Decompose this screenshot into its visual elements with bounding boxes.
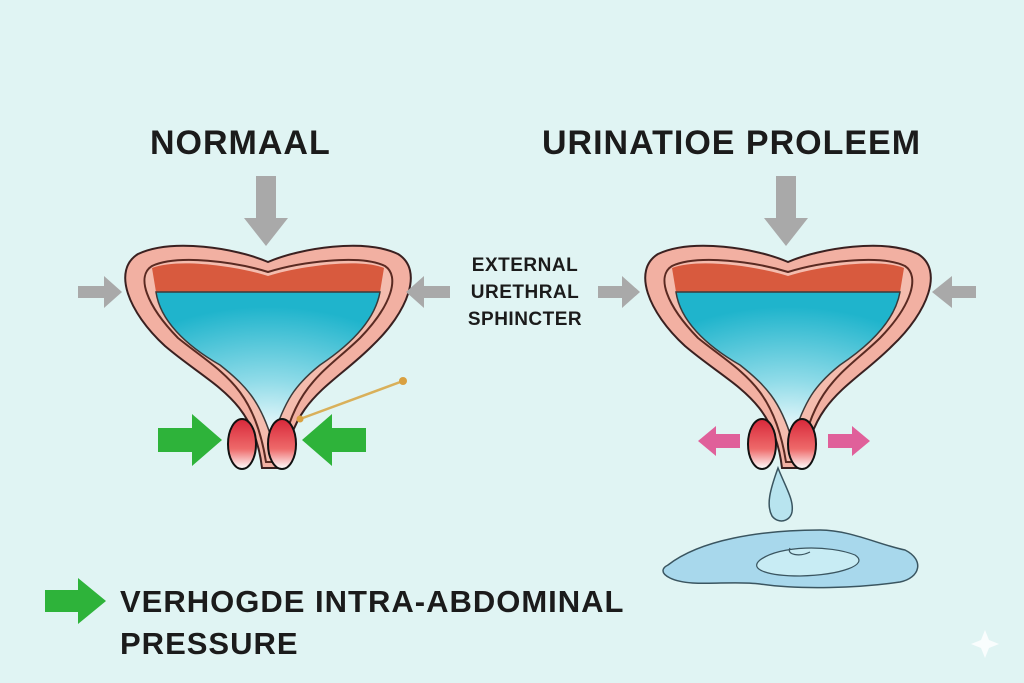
problem-bladder: [644, 244, 932, 470]
sphincter-label-line: URETHRAL: [470, 282, 580, 303]
green-pressure-arrows: [45, 414, 366, 624]
right-arrow-icon: [78, 276, 122, 308]
sphincter-label-line: EXTERNAL: [471, 255, 579, 276]
drop-icon: [768, 465, 794, 522]
down-arrow-icon: [244, 176, 288, 246]
right-arrow-icon: [598, 276, 640, 308]
down-arrow-icon: [764, 176, 808, 246]
normal-title: NORMAAL: [150, 124, 331, 162]
right-arrow-icon: [828, 426, 870, 456]
gray-pressure-arrows: [78, 176, 976, 308]
left-arrow-icon: [406, 276, 450, 308]
left-arrow-icon: [932, 276, 976, 308]
legend-line-2: PRESSURE: [120, 626, 299, 661]
sparkle-icon: [971, 630, 999, 658]
legend-green-arrow-icon: [45, 578, 106, 624]
left-arrow-icon: [698, 426, 740, 456]
sphincter-label-line: SPHINCTER: [467, 309, 583, 330]
legend-line-1: VERHOGDE INTRA-ABDOMINAL: [120, 584, 625, 619]
green-arrow-icon: [158, 414, 222, 466]
pink-release-arrows: [698, 426, 870, 456]
green-arrow-icon: [302, 414, 366, 466]
sphincter-label: EXTERNAL URETHRAL SPHINCTER: [430, 252, 620, 333]
problem-title: URINATIOE PROLEEM: [542, 124, 922, 162]
sphincter-pointer: [296, 377, 407, 423]
